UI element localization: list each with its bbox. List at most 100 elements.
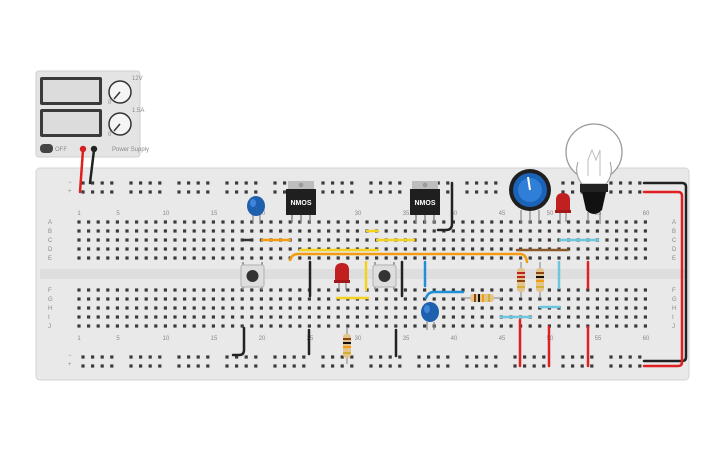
breadboard-hole[interactable] [87, 297, 91, 301]
breadboard-hole[interactable] [144, 220, 148, 224]
mosfet-1[interactable]: NMOS [286, 181, 316, 223]
breadboard-hole[interactable] [106, 229, 110, 233]
breadboard-hole[interactable] [413, 220, 417, 224]
breadboard-hole[interactable] [129, 355, 133, 359]
breadboard-hole[interactable] [240, 315, 244, 319]
breadboard-hole[interactable] [609, 190, 613, 194]
breadboard-hole[interactable] [436, 181, 440, 185]
breadboard-hole[interactable] [202, 288, 206, 292]
breadboard-hole[interactable] [355, 288, 359, 292]
breadboard-hole[interactable] [336, 220, 340, 224]
breadboard-hole[interactable] [77, 315, 81, 319]
breadboard-hole[interactable] [519, 229, 523, 233]
breadboard-hole[interactable] [163, 238, 167, 242]
wire-black-mosfet2[interactable] [436, 181, 454, 232]
breadboard-hole[interactable] [154, 247, 158, 251]
breadboard-hole[interactable] [202, 247, 206, 251]
breadboard-hole[interactable] [355, 238, 359, 242]
wire-black-psu[interactable] [88, 148, 96, 185]
breadboard-hole[interactable] [106, 288, 110, 292]
breadboard-hole[interactable] [183, 229, 187, 233]
breadboard-hole[interactable] [490, 229, 494, 233]
breadboard-hole[interactable] [317, 238, 321, 242]
breadboard-hole[interactable] [331, 190, 335, 194]
breadboard-hole[interactable] [355, 324, 359, 328]
wire-blue-hook[interactable] [424, 290, 465, 300]
breadboard-hole[interactable] [423, 324, 427, 328]
breadboard-hole[interactable] [379, 190, 383, 194]
breadboard-hole[interactable] [336, 238, 340, 242]
breadboard-hole[interactable] [100, 364, 104, 368]
breadboard-hole[interactable] [187, 355, 191, 359]
breadboard-hole[interactable] [269, 315, 273, 319]
breadboard-hole[interactable] [288, 297, 292, 301]
breadboard-hole[interactable] [403, 229, 407, 233]
breadboard-hole[interactable] [292, 364, 296, 368]
breadboard-hole[interactable] [250, 324, 254, 328]
breadboard-hole[interactable] [547, 297, 551, 301]
breadboard-hole[interactable] [173, 220, 177, 224]
breadboard-hole[interactable] [259, 247, 263, 251]
breadboard-hole[interactable] [542, 364, 546, 368]
breadboard-hole[interactable] [513, 355, 517, 359]
breadboard-hole[interactable] [196, 181, 200, 185]
breadboard-hole[interactable] [206, 355, 210, 359]
breadboard-hole[interactable] [202, 229, 206, 233]
breadboard-hole[interactable] [451, 238, 455, 242]
breadboard-hole[interactable] [595, 324, 599, 328]
breadboard-hole[interactable] [231, 315, 235, 319]
breadboard-hole[interactable] [115, 288, 119, 292]
breadboard-hole[interactable] [87, 315, 91, 319]
voltage-knob[interactable] [108, 80, 132, 104]
breadboard-hole[interactable] [384, 315, 388, 319]
breadboard-hole[interactable] [567, 256, 571, 260]
breadboard-hole[interactable] [442, 324, 446, 328]
breadboard-hole[interactable] [154, 256, 158, 260]
breadboard-hole[interactable] [609, 364, 613, 368]
breadboard-hole[interactable] [499, 297, 503, 301]
breadboard-hole[interactable] [346, 229, 350, 233]
breadboard-hole[interactable] [403, 315, 407, 319]
breadboard-hole[interactable] [202, 306, 206, 310]
breadboard-hole[interactable] [523, 364, 527, 368]
breadboard-hole[interactable] [494, 181, 498, 185]
breadboard-hole[interactable] [235, 355, 239, 359]
breadboard-hole[interactable] [471, 315, 475, 319]
breadboard-hole[interactable] [427, 355, 431, 359]
breadboard-hole[interactable] [125, 256, 129, 260]
breadboard-hole[interactable] [298, 306, 302, 310]
breadboard-hole[interactable] [244, 181, 248, 185]
breadboard-hole[interactable] [115, 256, 119, 260]
breadboard-hole[interactable] [87, 229, 91, 233]
breadboard-hole[interactable] [96, 220, 100, 224]
breadboard-hole[interactable] [465, 364, 469, 368]
breadboard-hole[interactable] [279, 229, 283, 233]
breadboard-hole[interactable] [480, 229, 484, 233]
breadboard-hole[interactable] [273, 190, 277, 194]
breadboard-hole[interactable] [336, 256, 340, 260]
breadboard-hole[interactable] [461, 247, 465, 251]
breadboard-hole[interactable] [567, 220, 571, 224]
breadboard-hole[interactable] [115, 306, 119, 310]
breadboard-hole[interactable] [394, 229, 398, 233]
breadboard-hole[interactable] [532, 364, 536, 368]
breadboard-hole[interactable] [283, 190, 287, 194]
breadboard-hole[interactable] [110, 181, 114, 185]
breadboard-hole[interactable] [254, 181, 258, 185]
breadboard-hole[interactable] [388, 364, 392, 368]
breadboard-hole[interactable] [96, 324, 100, 328]
breadboard-hole[interactable] [231, 229, 235, 233]
breadboard-hole[interactable] [634, 247, 638, 251]
breadboard-hole[interactable] [567, 315, 571, 319]
breadboard-hole[interactable] [321, 355, 325, 359]
breadboard-hole[interactable] [624, 306, 628, 310]
breadboard-hole[interactable] [283, 364, 287, 368]
breadboard-hole[interactable] [192, 229, 196, 233]
breadboard-hole[interactable] [87, 247, 91, 251]
breadboard-hole[interactable] [250, 220, 254, 224]
breadboard-hole[interactable] [154, 306, 158, 310]
breadboard-hole[interactable] [567, 306, 571, 310]
breadboard-hole[interactable] [509, 247, 513, 251]
breadboard-hole[interactable] [87, 288, 91, 292]
breadboard-hole[interactable] [139, 181, 143, 185]
